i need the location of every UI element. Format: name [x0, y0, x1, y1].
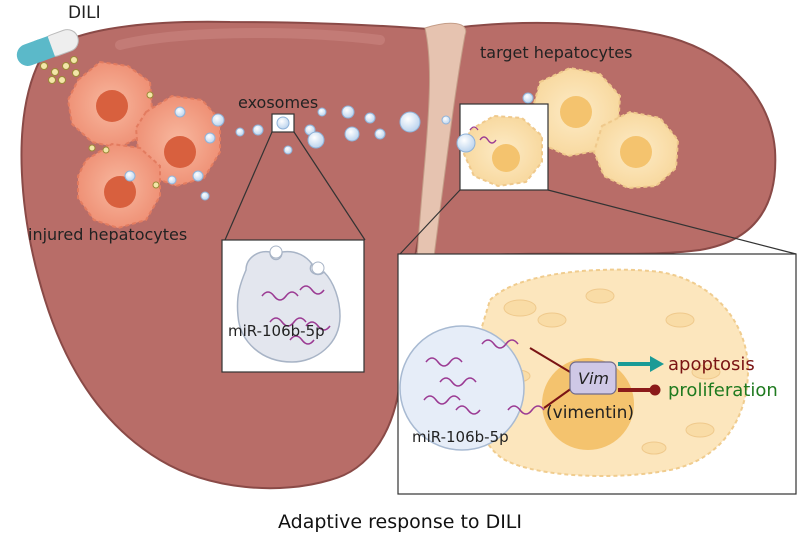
liver-highlight: [115, 28, 385, 50]
injured-hepatocyte: [66, 60, 154, 150]
mirna-right-label: miR-106b-5p: [412, 428, 509, 446]
injured-hepatocytes-label: injured hepatocytes: [28, 225, 187, 244]
target-hepatocyte: [592, 110, 680, 190]
capsule-icon: [16, 29, 79, 66]
mirna-strands: [261, 285, 331, 345]
target-hepatocyte: [528, 66, 622, 158]
dili-label: DILI: [68, 3, 101, 23]
drug-particles: [40, 56, 88, 86]
mechanism-inset: Vim (vimentin) apoptosis proliferation m…: [397, 253, 797, 495]
caption: Adaptive response to DILI: [278, 511, 522, 533]
injured-cell-particles: [88, 91, 160, 189]
target-hepatocytes-label: target hepatocytes: [480, 43, 632, 62]
arrow-icon: [618, 356, 664, 372]
mirna-strands: [423, 339, 545, 415]
vim-label: Vim: [578, 369, 609, 388]
inhibition-icon: [618, 384, 661, 396]
exosomes-label: exosomes: [238, 93, 318, 112]
mirna-left-label: miR-106b-5p: [228, 322, 325, 340]
target-hepatocyte-zoom-source: [456, 103, 549, 191]
apoptosis-label: apoptosis: [668, 354, 755, 375]
exosome-zoomed: [399, 325, 525, 451]
exosome-inset: miR-106b-5p: [221, 239, 365, 373]
proliferation-label: proliferation: [668, 380, 778, 401]
vimentin-label: (vimentin): [546, 403, 634, 423]
vim-gene-box: [569, 361, 617, 395]
injured-hepatocyte: [77, 142, 161, 230]
exosome-stream: [124, 92, 534, 201]
